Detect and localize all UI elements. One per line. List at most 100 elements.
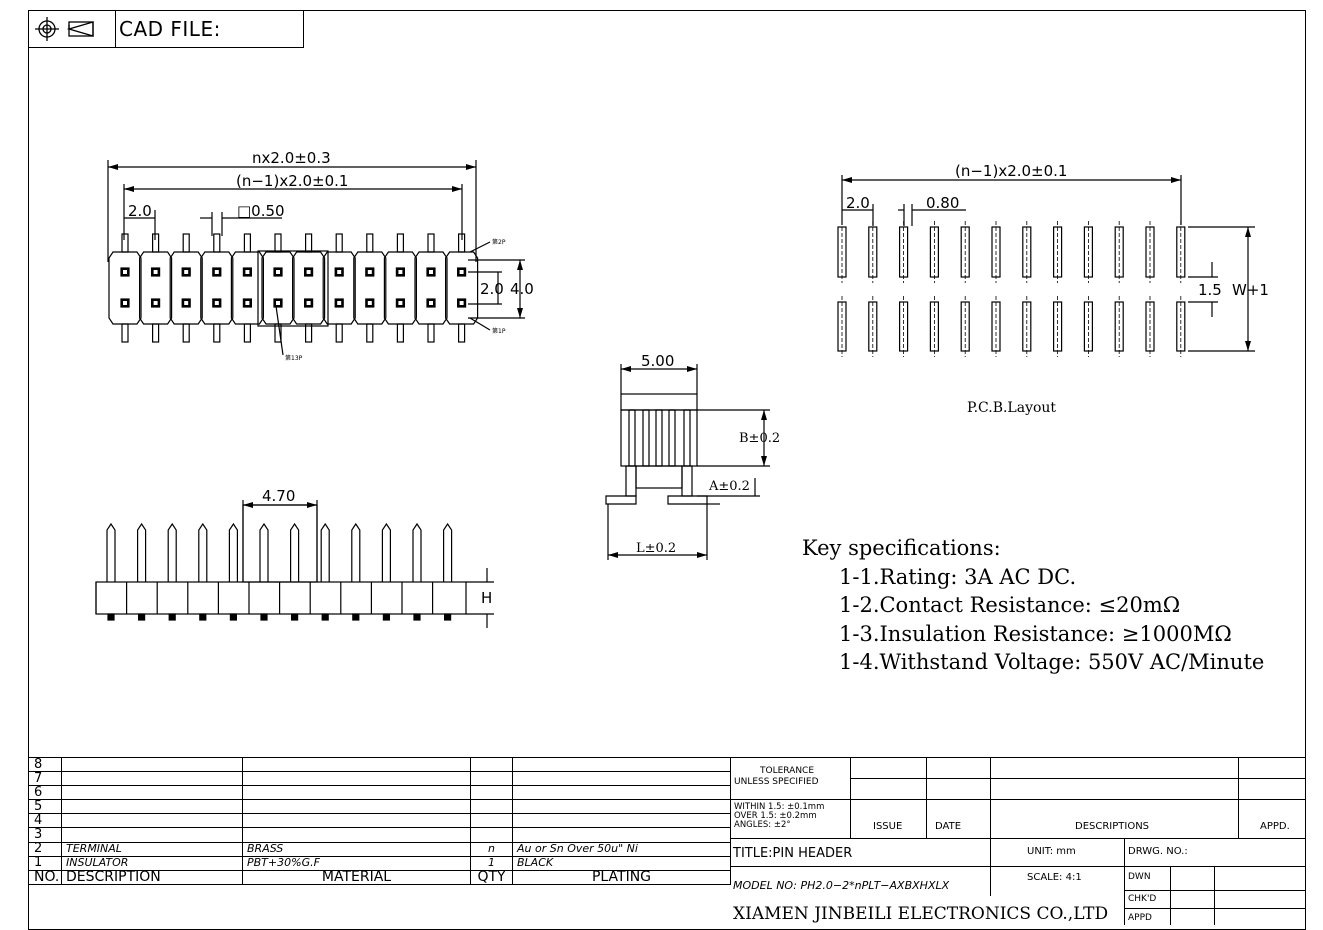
top-pin-unit (108, 233, 142, 343)
parts-cell-plating (512, 756, 731, 773)
pcb-pad (868, 221, 878, 283)
pcb-pad (929, 221, 940, 283)
pcb-pad (898, 221, 909, 283)
pcb-pad (1114, 296, 1124, 357)
pcb-pad (991, 221, 1001, 283)
parts-cell-material (242, 756, 471, 773)
top-pin-unit (383, 233, 417, 343)
pcb-pad (960, 296, 970, 357)
drawing-number-label: DRWG. NO.: (1128, 846, 1188, 857)
pcb-dim-pitch: 2.0 (846, 194, 870, 212)
parts-cell-material (242, 827, 471, 843)
parts-cell-qty (470, 827, 513, 843)
over-tolerance: OVER 1.5: ±0.2mm (734, 811, 817, 821)
parts-header-plating: PLATING (512, 869, 731, 885)
parts-cell-plating: Au or Sn Over 50u" Ni (512, 841, 731, 857)
date-header: DATE (935, 821, 962, 832)
pcb-pad (991, 296, 1001, 357)
top-pin-unit (169, 233, 203, 343)
parts-cell-desc (61, 771, 243, 787)
top-view (108, 233, 479, 343)
parts-cell-no: 6 (28, 785, 62, 801)
front-dim-470: 4.70 (262, 487, 295, 505)
key-spec-item: 1-4.Withstand Voltage: 550V AC/Minute (839, 650, 1265, 674)
parts-cell-plating (512, 813, 731, 829)
issue-header: ISSUE (873, 821, 903, 832)
pcb-pad (960, 221, 970, 283)
dim-row-pitch: 2.0 (480, 280, 504, 298)
parts-header-qty: QTY (470, 869, 513, 885)
top-pin-unit (353, 233, 387, 343)
parts-cell-no: 7 (28, 771, 62, 787)
angles-tolerance: ANGLES: ±2° (734, 820, 791, 830)
parts-cell-qty: 1 (470, 855, 513, 871)
pcb-pad (898, 296, 909, 357)
pcb-pad (1145, 221, 1155, 283)
parts-cell-no: 4 (28, 813, 62, 829)
parts-cell-no: 3 (28, 827, 62, 843)
pcb-pad (1083, 221, 1094, 283)
pcb-pad (1114, 221, 1124, 283)
front-pin (370, 522, 391, 621)
dim-width: 4.0 (510, 280, 534, 298)
top-pin-unit (292, 233, 326, 343)
parts-cell-material: PBT+30%G.F (242, 855, 471, 871)
pcb-pad (1145, 296, 1155, 357)
front-pin (95, 522, 116, 621)
pcb-dim-w: W+1 (1232, 281, 1269, 299)
top-pin-unit (322, 233, 356, 343)
dim-pin-square: □0.50 (237, 202, 285, 220)
parts-cell-qty (470, 785, 513, 801)
pcb-pad (837, 296, 847, 357)
front-pin (340, 522, 361, 621)
front-pin (187, 522, 208, 621)
parts-cell-desc (61, 827, 243, 843)
pcb-pad (868, 296, 878, 357)
parts-cell-qty (470, 756, 513, 773)
parts-cell-qty (470, 771, 513, 787)
dwn-label: DWN (1128, 872, 1151, 882)
pcb-pad (1176, 221, 1186, 283)
side-dim-5: 5.00 (641, 352, 674, 370)
parts-cell-plating: BLACK (512, 855, 731, 871)
key-spec-item: 1-3.Insulation Resistance: ≥1000MΩ (839, 621, 1232, 646)
parts-cell-material (242, 771, 471, 787)
model-number: MODEL NO: PH2.0−2*nPLT−AXBXHXLX (733, 879, 950, 892)
title-block: TOLERANCE UNLESS SPECIFIED WITHIN 1.5: ±… (730, 757, 1306, 925)
key-spec-item: 1-1.Rating: 3A AC DC. (839, 564, 1077, 589)
parts-header-no: NO. (28, 869, 62, 885)
descriptions-header: DESCRIPTIONS (1075, 821, 1150, 832)
parts-cell-plating (512, 827, 731, 843)
front-pin (248, 522, 269, 621)
parts-cell-desc: INSULATOR (61, 855, 243, 871)
dim-pitch: 2.0 (128, 202, 152, 220)
side-dim-b: B±0.2 (739, 431, 780, 446)
dim-overall: nx2.0±0.3 (252, 149, 331, 167)
parts-row: 7 (28, 771, 731, 787)
drawing-title: TITLE:PIN HEADER (733, 846, 853, 861)
parts-cell-no: 1 (28, 855, 62, 871)
top-pin-unit (414, 233, 448, 343)
parts-cell-plating (512, 785, 731, 801)
parts-cell-desc (61, 756, 243, 773)
unit-label: UNIT: mm (1027, 846, 1076, 857)
parts-cell-desc (61, 813, 243, 829)
pcb-pad (1083, 296, 1094, 357)
parts-row: 5 (28, 799, 731, 815)
front-pin (309, 522, 330, 621)
parts-cell-desc (61, 799, 243, 815)
parts-cell-no: 2 (28, 841, 62, 857)
projection-symbol-cell (29, 11, 116, 47)
appd-label: APPD (1128, 913, 1152, 923)
parts-header-desc: DESCRIPTION (61, 869, 243, 885)
parts-cell-material (242, 813, 471, 829)
unless-specified-label: UNLESS SPECIFIED (734, 777, 819, 787)
parts-row: 4 (28, 813, 731, 829)
pcb-dim-gap: 1.5 (1198, 281, 1222, 299)
side-view (605, 364, 770, 560)
parts-cell-desc (61, 785, 243, 801)
parts-cell-no: 5 (28, 799, 62, 815)
